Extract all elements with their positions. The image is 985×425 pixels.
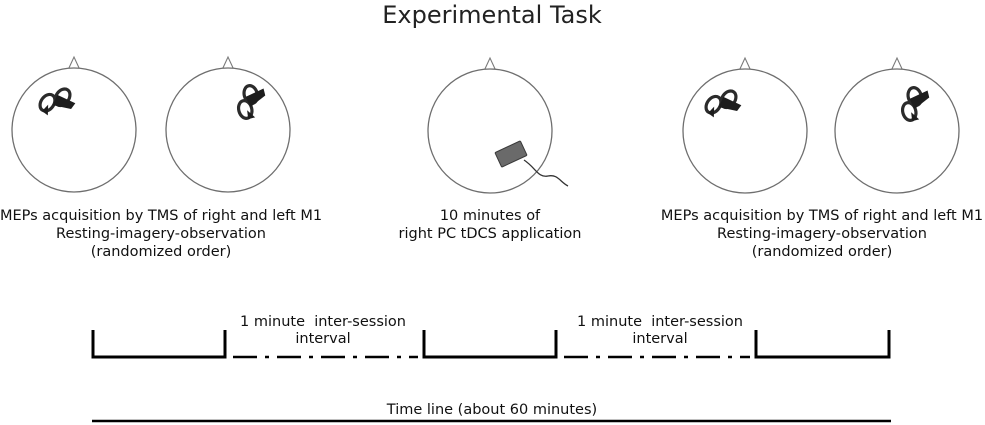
interval-1-label-line-1: 1 minute inter-session — [240, 314, 406, 330]
nose-icon — [483, 56, 497, 72]
caption-right-line-2: Resting-imagery-observation — [717, 226, 927, 242]
electrode-pad-icon — [494, 140, 569, 187]
nose-icon — [67, 55, 81, 71]
session-1-bracket — [91, 330, 227, 359]
nose-icon — [221, 55, 235, 71]
caption-right-line-3: (randomized order) — [752, 244, 893, 260]
session-2-bracket — [422, 330, 558, 359]
head-outline-icon — [11, 67, 137, 193]
diagram-title: Experimental Task — [382, 1, 602, 29]
nose-icon — [890, 56, 904, 72]
interval-1-label-line-2: interval — [295, 331, 350, 347]
caption-center: 10 minutes of right PC tDCS application — [399, 208, 582, 242]
caption-left: MEPs acquisition by TMS of right and lef… — [0, 208, 322, 260]
head-outline-icon — [427, 68, 553, 194]
caption-left-line-2: Resting-imagery-observation — [56, 226, 266, 242]
head-4 — [682, 56, 808, 194]
caption-center-line-1: 10 minutes of — [440, 208, 541, 224]
caption-left-line-3: (randomized order) — [91, 244, 232, 260]
nose-icon — [738, 56, 752, 72]
caption-right-line-1: MEPs acquisition by TMS of right and lef… — [661, 208, 983, 224]
interval-2-label-line-1: 1 minute inter-session — [577, 314, 743, 330]
head-5 — [834, 56, 960, 194]
head-3 — [427, 56, 569, 194]
timeline-label: Time line (about 60 minutes) — [386, 402, 597, 418]
head-1 — [11, 55, 137, 193]
session-3-bracket — [754, 330, 891, 359]
head-outline-icon — [165, 67, 291, 193]
caption-center-line-2: right PC tDCS application — [399, 226, 582, 242]
session-timeline — [91, 330, 891, 359]
head-2 — [165, 55, 291, 193]
interval-2-label-line-2: interval — [632, 331, 687, 347]
caption-left-line-1: MEPs acquisition by TMS of right and lef… — [0, 208, 322, 224]
head-outline-icon — [834, 68, 960, 194]
caption-right: MEPs acquisition by TMS of right and lef… — [661, 208, 983, 260]
head-outline-icon — [682, 68, 808, 194]
